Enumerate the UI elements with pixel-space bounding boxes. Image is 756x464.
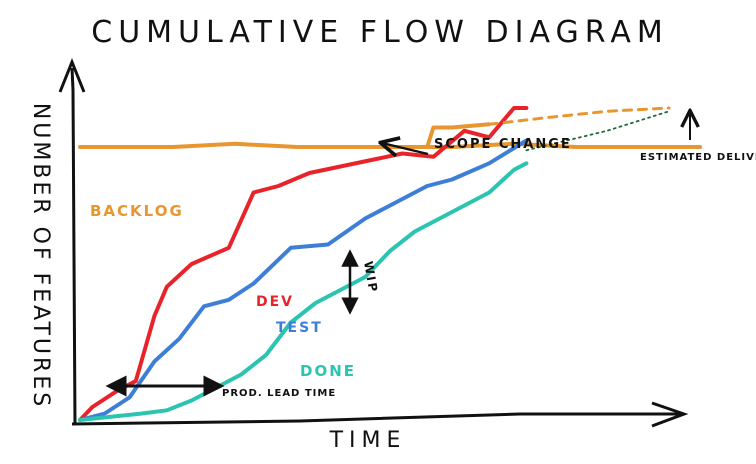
series-line-done-4 xyxy=(78,161,529,422)
series-label-test: TEST xyxy=(276,320,323,336)
axes xyxy=(58,57,689,428)
series-layer xyxy=(78,106,702,422)
series-label-backlog: BACKLOG xyxy=(90,202,184,220)
x-axis-arrow-head xyxy=(651,401,689,428)
series-line-projection-6 xyxy=(525,110,670,152)
series-label-done: DONE xyxy=(300,362,356,380)
estimated-delivery-annotation: ESTIMATED DELIVERY DATE xyxy=(640,112,756,163)
scope-change-arrow xyxy=(382,143,429,154)
y-axis-arrow-head xyxy=(58,57,86,93)
series-line-projection-5 xyxy=(487,106,671,126)
chart-title: CUMULATIVE FLOW DIAGRAM xyxy=(91,15,668,50)
scope-change-label-text: SCOPE CHANGE xyxy=(434,137,572,152)
series-label-dev: DEV xyxy=(256,294,294,310)
scope-change-label: SCOPE CHANGE xyxy=(434,137,572,152)
scope-change-annotation: SCOPE CHANGE xyxy=(382,137,572,154)
series-line-backlog-1 xyxy=(425,122,492,149)
lead-time-label: PROD. LEAD TIME xyxy=(222,388,336,399)
estimated-delivery-label: ESTIMATED DELIVERY DATE xyxy=(640,152,756,163)
x-axis-line xyxy=(71,412,680,426)
y-axis-line xyxy=(70,67,77,426)
y-axis-label: NUMBER OF FEATURES xyxy=(28,103,53,409)
wip-label: WIP xyxy=(361,260,380,294)
wip-annotation: WIP xyxy=(341,249,380,315)
x-axis-label: TIME xyxy=(329,428,407,453)
lead-time-annotation: PROD. LEAD TIME xyxy=(105,375,336,399)
